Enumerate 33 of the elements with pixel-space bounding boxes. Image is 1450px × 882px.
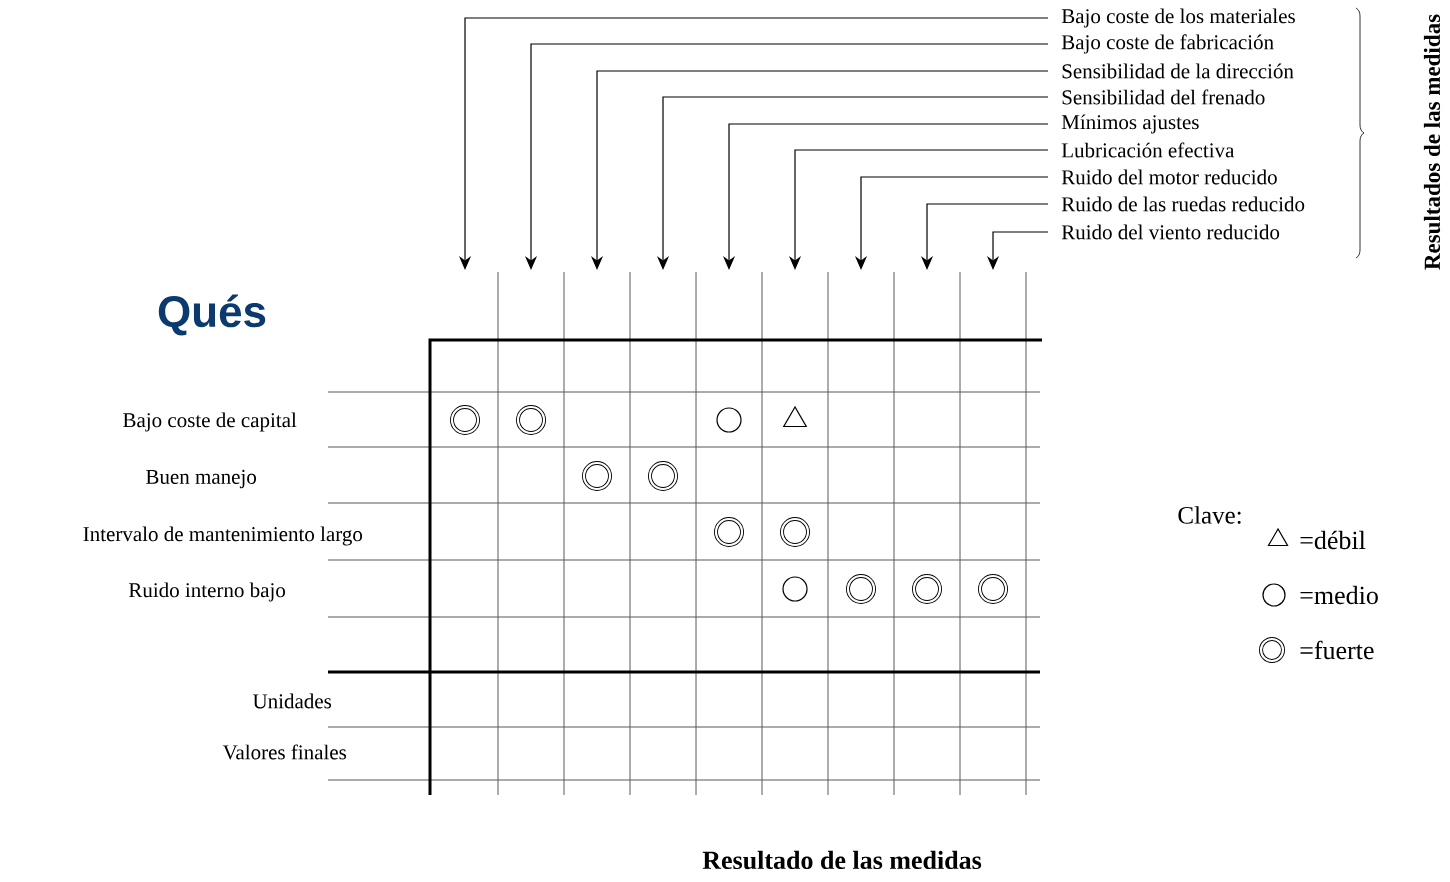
measure-label: Mínimos ajustes [1061, 114, 1199, 134]
double-circle-symbol [780, 517, 810, 547]
measure-label: Lubricación efectiva [1061, 142, 1235, 158]
measure-label: Sensibilidad de la dirección [1062, 63, 1294, 79]
measure-label: Ruido del viento reducido [1061, 224, 1280, 240]
row-label: Valores finales [222, 744, 347, 760]
legend-title: Clave: [1178, 506, 1241, 524]
double-circle-symbol [516, 405, 546, 435]
double-circle-symbol [714, 517, 744, 547]
measure-label: Bajo coste de los materiales [1061, 8, 1295, 28]
legend-label: =medio [1300, 585, 1378, 605]
legend-label: =fuerte [1300, 640, 1374, 660]
double-circle-symbol [846, 574, 876, 604]
row-label: Intervalo de mantenimiento largo [83, 526, 363, 546]
measure-label: Ruido de las ruedas reducido [1061, 196, 1305, 212]
double-circle-symbol [912, 574, 942, 604]
measure-label: Sensibilidad del frenado [1062, 89, 1265, 105]
heading: Qués [158, 294, 266, 336]
axis-title: Resultado de las medidas [702, 850, 982, 870]
double-circle-symbol [450, 405, 480, 435]
row-label: Bajo coste de capital [123, 412, 297, 432]
legend-label: =débil [1300, 530, 1366, 550]
axis-title: Resultados de las medidas [1423, 14, 1441, 270]
row-label: Unidades [252, 693, 332, 709]
circle-symbol [716, 407, 742, 433]
row-label: Buen manejo [146, 469, 257, 489]
double-circle-symbol [978, 574, 1008, 604]
measure-label: Ruido del motor reducido [1061, 169, 1277, 185]
measure-label: Bajo coste de fabricación [1061, 34, 1274, 54]
double-circle-symbol [648, 461, 678, 491]
double-circle-symbol [582, 461, 612, 491]
row-label: Ruido interno bajo [128, 582, 286, 602]
circle-symbol [782, 576, 808, 602]
